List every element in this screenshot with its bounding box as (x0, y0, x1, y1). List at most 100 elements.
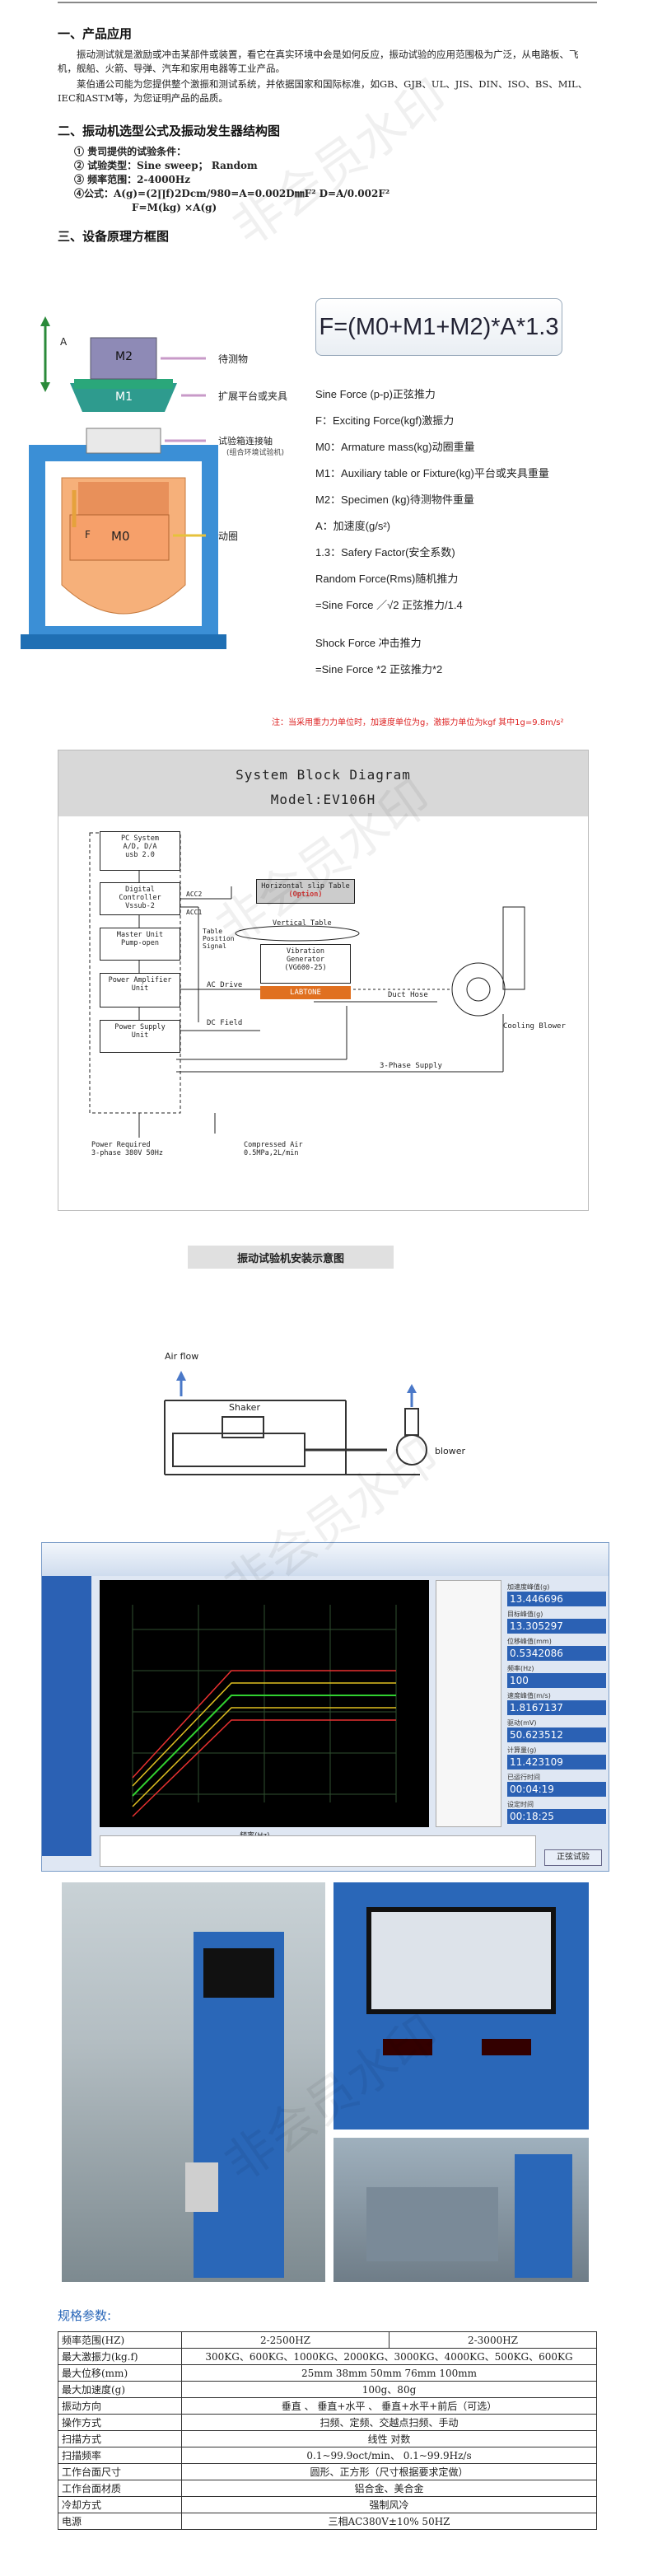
abort-low-line (132, 1719, 396, 1817)
spec-value: 0.1~99.9oct/min、 0.1~99.9Hz/s (181, 2447, 597, 2464)
spec-key: 电源 (58, 2513, 182, 2530)
table-row: 电源三相AC380V±10% 50HZ (58, 2513, 597, 2530)
power-supply-block: Power Supply Unit (100, 1020, 180, 1053)
power-amplifier-block: Power Amplifier Unit (100, 973, 180, 1007)
signal-compressed-air: Compressed Air 0.5MPa,2L/min (244, 1141, 303, 1157)
shaker-floor-photo (333, 2138, 589, 2282)
spec-key: 操作方式 (58, 2414, 182, 2431)
table-row: 最大位移(mm)25mm 38mm 50mm 76mm 100mm (58, 2364, 597, 2382)
channel-list (436, 1580, 501, 1827)
label-a: A (60, 336, 68, 348)
closeup-screen (366, 1907, 556, 2014)
spec-heading: 规格参数: (58, 2308, 112, 2323)
spec-value: 2-2500HZ (181, 2331, 389, 2349)
product-paragraph-1: 振动测试就是激励或冲击某部件或装置，看它在真实环境中会是如何反应，振动试验的应用… (58, 49, 579, 74)
blower-duct (502, 906, 525, 990)
cabinet-closeup-photo (333, 1882, 589, 2130)
readout-label: 频率(Hz) (507, 1665, 534, 1672)
spec-key: 扫描频率 (58, 2447, 182, 2464)
signal-duct-hose: Duct Hose (388, 991, 428, 999)
label-fixture: 扩展平台或夹具 (218, 390, 288, 402)
spec-value: 300KG、600KG、1000KG、2000KG、3000KG、4000KG、… (181, 2348, 597, 2365)
signal-power-required: Power Required 3-phase 380V 50Hz (91, 1141, 163, 1157)
alarm-high-line (132, 1682, 396, 1787)
label-cube: 试验箱连接轴 (218, 436, 273, 446)
led-display-1 (383, 2039, 432, 2055)
shaker-unit (185, 2162, 218, 2212)
digital-controller-block: Digital Controller Vssub-2 (100, 882, 180, 915)
signal-3-phase: 3-Phase Supply (380, 1062, 442, 1070)
slip-table-block: Horizontal slip Table (Option) (256, 879, 355, 904)
readout-value: 1.8167137 (507, 1700, 606, 1715)
readout-label: 计算量(g) (507, 1746, 537, 1754)
cabinet-photo-right (515, 2154, 572, 2278)
cube-block (86, 428, 161, 454)
condition-item-3: ③ 频率范围：2-4000Hz (74, 174, 191, 185)
table-row: 冷却方式强制风冷 (58, 2496, 597, 2513)
legend-line-7: 1.3：Safery Factor(安全系数) (315, 546, 455, 559)
accel-arrow-up (40, 316, 50, 326)
label-m1: M1 (115, 390, 133, 404)
spec-key: 最大加速度(g) (58, 2381, 182, 2398)
shaker-base (21, 634, 226, 649)
readout-label: 速度峰值(m/s) (507, 1692, 551, 1699)
table-row: 频率范围(HZ) 2-2500HZ 2-3000HZ (58, 2331, 597, 2349)
table-row: 扫描方式线性 对数 (58, 2430, 597, 2447)
readout-value: 13.305297 (507, 1619, 606, 1634)
spec-value: 25mm 38mm 50mm 76mm 100mm (181, 2364, 597, 2382)
blower-circle (451, 962, 506, 1017)
spec-value: 圆形、正方形（尺寸根据要求定做） (181, 2463, 597, 2480)
readout-value: 00:18:25 (507, 1809, 606, 1824)
shaker-body-photo (366, 2187, 498, 2261)
table-row: 工作台面材质铝合金、美合金 (58, 2480, 597, 2497)
vertical-table (235, 925, 360, 942)
signal-ac-drive: AC Drive (207, 981, 243, 989)
spec-value: 扫频、定频、交越点扫频、手动 (181, 2414, 597, 2431)
alarm-low-line (132, 1707, 396, 1807)
spec-value: 线性 对数 (181, 2430, 597, 2447)
label-specimen: 待测物 (218, 353, 249, 365)
spec-value: 三相AC380V±10% 50HZ (181, 2513, 597, 2530)
legend-line-10: Shock Force 冲击推力 (315, 637, 422, 649)
spec-value: 垂直 、 垂直+水平 、 垂直+水平+前后（可选） (181, 2397, 597, 2415)
readout-value: 100 (507, 1673, 606, 1688)
abort-high-line (132, 1670, 396, 1779)
readout-label: 目标峰值(g) (507, 1611, 543, 1618)
readout-label: 设定时间 (507, 1801, 534, 1808)
section-title-selection: 二、振动机选型公式及振动发生器结构图 (58, 124, 281, 138)
block-diagram-model: Model:EV106H (270, 792, 376, 807)
spec-key: 工作台面材质 (58, 2480, 182, 2497)
status-table (100, 1835, 536, 1867)
signal-acc2: ACC2 (186, 891, 203, 898)
readout-value: 00:04:19 (507, 1782, 606, 1797)
force-formula: F=(M0+M1+M2)*A*1.3 (315, 298, 562, 356)
table-row: 工作台面尺寸圆形、正方形（尺寸根据要求定做） (58, 2463, 597, 2480)
control-cabinet-outline (89, 832, 181, 1114)
spec-key: 最大位移(mm) (58, 2364, 182, 2382)
readout-label: 加速度峰值(g) (507, 1583, 550, 1591)
shaker-table (222, 1416, 264, 1438)
slip-table-label: Horizontal slip Table (261, 882, 350, 891)
spec-key: 冷却方式 (58, 2496, 182, 2513)
sine-test-button[interactable]: 正弦试验 (544, 1849, 602, 1866)
block-diagram-wires (89, 832, 525, 1138)
airflow-label: Air flow (165, 1351, 199, 1362)
spec-key: 最大激振力(kg.f) (58, 2348, 182, 2365)
software-sidebar (42, 1576, 91, 1856)
legend-line-11: =Sine Force *2 正弦推力*2 (315, 663, 443, 676)
led-display-2 (482, 2039, 531, 2055)
spec-value: 2-3000HZ (389, 2331, 597, 2349)
unit-note: 注：当采用重力力单位时，加速度单位为g，激振力单位为kgf 其中1g=9.8m/… (272, 718, 564, 727)
legend-line-8: Random Force(Rms)随机推力 (315, 573, 459, 585)
readout-value: 13.446696 (507, 1592, 606, 1606)
fixture-m1 (70, 383, 177, 412)
condition-item-4: ④公式：A(g)=(2∏f)2Dcm/980=A=0.002D㎜F² D=A/0… (74, 188, 390, 199)
spec-key: 振动方向 (58, 2397, 182, 2415)
signal-table-position: Table Position Signal (203, 928, 235, 950)
fixture-top (74, 379, 173, 389)
section-title-product: 一、产品应用 (58, 26, 133, 41)
signal-dc-field: DC Field (207, 1019, 243, 1027)
master-unit-block: Master Unit Pump-open (100, 928, 180, 961)
readout-panel: 加速度峰值(g) 13.446696 目标峰值(g) 13.305297 位移峰… (507, 1583, 606, 1824)
spec-key: 扫描方式 (58, 2430, 182, 2447)
